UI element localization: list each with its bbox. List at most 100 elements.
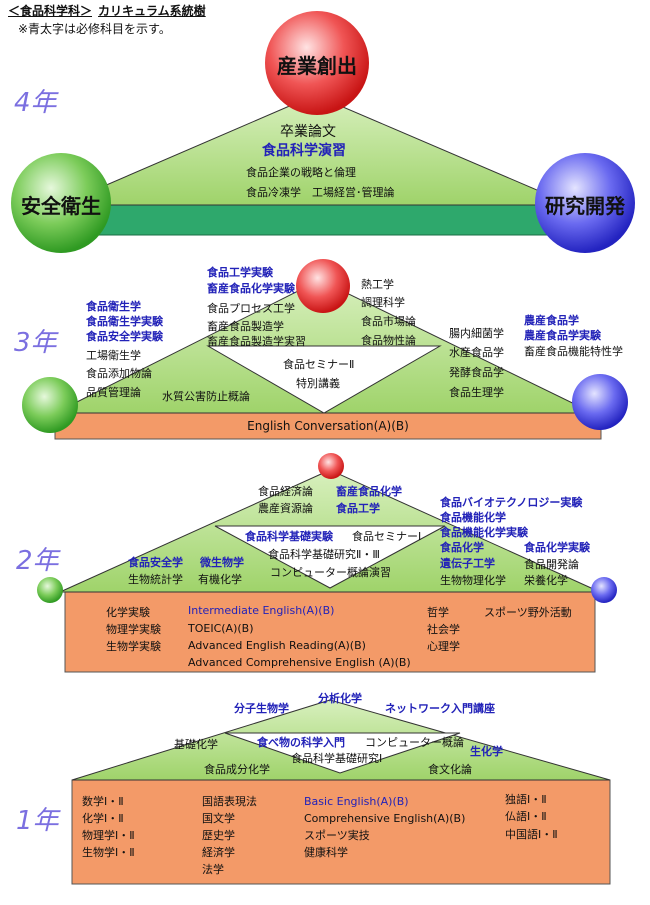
year3-english-band: English Conversation(A)(B): [247, 419, 409, 433]
year1-block-item: 法学: [202, 863, 224, 876]
page-title-rest: カリキュラム系統樹: [98, 4, 206, 18]
year2-block-item: 心理学: [427, 640, 460, 653]
year1-block-item: 中国語Ⅰ・Ⅱ: [505, 828, 558, 841]
year3-item: 腸内細菌学: [449, 327, 504, 340]
year4-base-band: [59, 204, 573, 236]
year3-item: 食品市場論: [361, 315, 416, 328]
year2-label: 2年: [16, 546, 59, 576]
year2-required-item: 食品化学実験: [524, 541, 590, 554]
year2-left-circle: [37, 577, 63, 603]
year1-inner-triangle: [224, 732, 461, 774]
year1-item: 食文化論: [428, 763, 472, 776]
year1-required-item: 分析化学: [318, 692, 362, 705]
year3-base-band: [54, 412, 602, 440]
year1-required-item: 分子生物学: [234, 702, 289, 715]
research-development-label: 研究開発: [545, 194, 625, 218]
year3-inner-triangle: [206, 345, 442, 414]
year1-block: [71, 779, 611, 885]
year1-block-item: スポーツ実技: [304, 829, 370, 842]
year3-structure: [22, 259, 628, 440]
year2-required-item: 畜産食品化学: [336, 485, 402, 498]
year1-block-item: 仏語Ⅰ・Ⅱ: [505, 810, 547, 823]
required-note: ※青太字は必修科目を示す。: [18, 22, 171, 36]
year3-item: 食品物性論: [361, 334, 416, 347]
year2-item: 食品開発論: [524, 558, 579, 571]
year3-item: 水産食品学: [449, 346, 504, 359]
year3-item: 食品添加物論: [86, 367, 152, 380]
year1-required-item: ネットワーク入門講座: [385, 702, 495, 715]
year2-block-item: 生物学実験: [106, 640, 161, 653]
year2-structure: [37, 453, 617, 673]
year4-item: 食品企業の戦略と倫理: [246, 166, 356, 179]
safety-hygiene-label: 安全衛生: [21, 194, 101, 218]
year1-block-item: 生物学Ⅰ・Ⅱ: [82, 846, 135, 859]
year3-item: 品質管理論: [86, 386, 141, 399]
year2-required-item: 食品安全学: [128, 556, 183, 569]
year3-label: 3年: [14, 328, 57, 358]
year2-block-item: 社会学: [427, 623, 460, 636]
year2-inner-item: 食品科学基礎研究Ⅱ・Ⅲ: [268, 548, 380, 561]
year2-required-item: 食品工学: [336, 502, 380, 515]
year1-block-item: 数学Ⅰ・Ⅱ: [82, 795, 124, 808]
industry-creation-label: 産業創出: [277, 54, 357, 78]
page-title-major: ＜食品科学科＞: [8, 4, 93, 18]
year2-required-item: 食品バイオテクノロジー実験: [440, 496, 583, 509]
year1-item: 基礎化学: [174, 738, 218, 751]
year2-required-item: 微生物学: [200, 556, 244, 569]
year2-required-item: 食品機能化学実験: [440, 526, 528, 539]
year3-item: 畜産食品製造学実習: [207, 335, 306, 348]
year2-block-item: 化学実験: [106, 606, 150, 619]
year2-required-item: 食品化学: [440, 541, 484, 554]
year1-inner-item: 食品科学基礎研究Ⅰ: [291, 752, 383, 765]
year4-label: 4年: [14, 88, 57, 118]
year1-structure: [71, 699, 611, 885]
year2-item: 食品経済論: [258, 485, 313, 498]
year3-required-item: 食品衛生学: [86, 300, 141, 313]
year3-item: 畜産食品機能特性学: [524, 345, 623, 358]
year1-english-required: Basic English(A)(B): [304, 795, 409, 808]
year2-block-item: スポーツ野外活動: [484, 606, 572, 619]
year3-item: 調理科学: [361, 296, 405, 309]
year3-left-circle: [22, 377, 78, 433]
year3-required-item: 食品衛生学実験: [86, 315, 163, 328]
year3-inner-item: 特別講義: [296, 377, 340, 390]
year3-item: 食品プロセス工学: [207, 302, 295, 315]
year1-label: 1年: [16, 806, 59, 836]
year3-required-item: 食品安全学実験: [86, 330, 163, 343]
year3-item: 工場衛生学: [86, 349, 141, 362]
year3-required-item: 農産食品学: [524, 314, 579, 327]
year3-inner-item: 食品セミナーⅡ: [283, 358, 355, 371]
year4-structure: [11, 11, 635, 253]
year2-item: 農産資源論: [258, 502, 313, 515]
year2-block-item: 物理学実験: [106, 623, 161, 636]
year2-item: 生物物理化学: [440, 574, 506, 587]
year2-required-item: 食品機能化学: [440, 511, 506, 524]
year2-item: 生物統計学: [128, 573, 183, 586]
year3-required-item: 農産食品学実験: [524, 329, 601, 342]
year1-required-item: 食べ物の科学入門: [257, 736, 345, 749]
year3-item: 熱工学: [361, 278, 394, 291]
year3-item: 畜産食品製造学: [207, 320, 284, 333]
year3-item: 食品生理学: [449, 386, 504, 399]
year3-required-item: 食品工学実験: [207, 266, 273, 279]
year1-block-item: 健康科学: [304, 846, 348, 859]
year4-item: 卒業論文: [280, 124, 336, 140]
year1-inner-item: コンピューター概論: [365, 736, 464, 749]
year2-block-item: Advanced Comprehensive English (A)(B): [188, 656, 411, 669]
year1-block-item: 歴史学: [202, 829, 235, 842]
year1-block-item: 国文学: [202, 812, 235, 825]
year2-right-circle: [591, 577, 617, 603]
page-title: ＜食品科学科＞ カリキュラム系統樹: [8, 2, 206, 19]
year1-block-item: Comprehensive English(A)(B): [304, 812, 466, 825]
year2-required-item: 遺伝子工学: [440, 557, 495, 570]
year4-required-item: 食品科学演習: [262, 143, 346, 159]
year2-required-item: 食品科学基礎実験: [245, 530, 333, 543]
year2-inner-item: 食品セミナーⅠ: [352, 530, 422, 543]
year2-block: [64, 591, 596, 673]
year2-item: 有機化学: [198, 573, 242, 586]
year2-top-circle: [318, 453, 344, 479]
year4-right-circle: [535, 153, 635, 253]
year1-block-item: 経済学: [202, 846, 235, 859]
year2-block-item: 哲学: [427, 606, 449, 619]
